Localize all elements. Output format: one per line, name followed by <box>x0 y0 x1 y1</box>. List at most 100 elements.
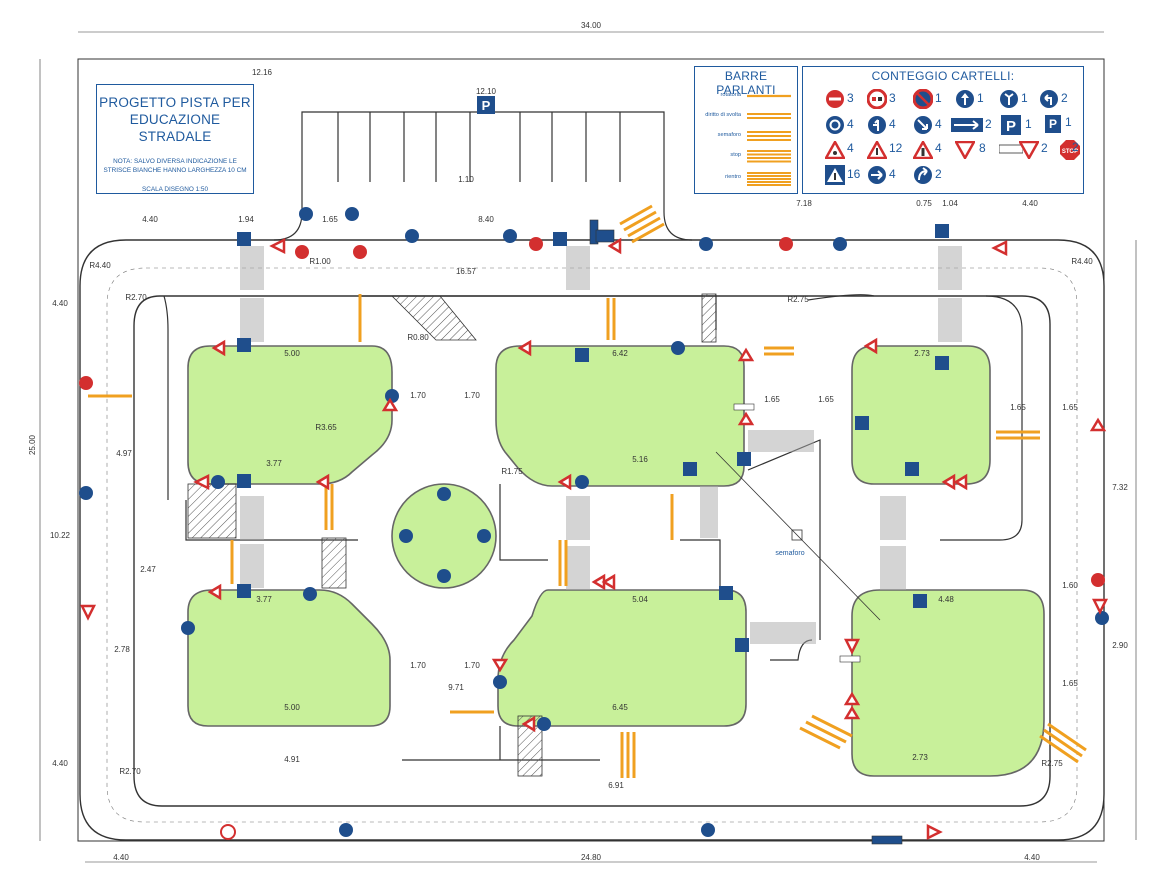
traffic-light-warning-icon <box>913 141 933 159</box>
roundabout <box>391 483 497 589</box>
track-inner-edge <box>133 295 1051 807</box>
legend-stripes <box>747 150 791 163</box>
parking-icon: P <box>1001 115 1021 135</box>
talking-bars <box>88 204 1087 778</box>
one-way-icon <box>951 118 983 132</box>
dim-bl-5: 4.91 <box>284 755 300 764</box>
dim-overall-height: 25.00 <box>28 434 37 455</box>
count-pedestrian-crossing: 16 <box>847 167 861 181</box>
count-no-parking: 1 <box>935 91 942 105</box>
count-straight-or-left: 4 <box>889 117 896 131</box>
turn-left-ahead-icon <box>1040 90 1058 108</box>
dim-parking-offset: 12.16 <box>252 68 273 77</box>
dim-bm-1: 6.45 <box>612 703 628 712</box>
legend-item-stop: stop <box>699 149 791 163</box>
dim-top-label-4: 7.18 <box>796 199 812 208</box>
stop-sign-icon: STOP <box>1060 140 1080 160</box>
pedestrian-crossing-icon <box>825 165 845 185</box>
count-warning-triangle: 4 <box>847 141 854 155</box>
no-overtaking-icon <box>867 89 887 109</box>
legend-heading: BARRE PARLANTI <box>716 69 776 97</box>
dim-tr-0: 2.73 <box>914 349 930 358</box>
dim-tl-0: 5.00 <box>284 349 300 358</box>
island-top-mid <box>495 345 745 487</box>
radius-0: R4.40 <box>89 261 111 270</box>
warning-triangle-icon <box>825 141 845 159</box>
legend-stripes <box>747 172 791 186</box>
straight-or-turn-icon <box>1000 90 1018 108</box>
crossing-warning-icon <box>867 141 887 159</box>
count-no-overtaking: 3 <box>889 91 896 105</box>
count-roundabout: 4 <box>847 117 854 131</box>
legend-item-label: diritto di svolta <box>705 112 741 118</box>
dim-bl-1: 5.00 <box>284 703 300 712</box>
island-top-left <box>187 345 393 485</box>
dim-bm-0: 5.04 <box>632 595 648 604</box>
title-line-2: EDUCAZIONE STRADALE <box>129 112 221 144</box>
dim-overall-width: 34.00 <box>581 21 602 30</box>
no-entry-icon <box>826 90 844 108</box>
radius-3: R0.80 <box>407 333 429 342</box>
parking-small-icon: P <box>1045 115 1061 133</box>
radius-8: R2.70 <box>119 767 141 776</box>
dim-br-5: 1.60 <box>1062 581 1078 590</box>
radius-2: R1.00 <box>309 257 331 266</box>
dim-tr-2: 1.65 <box>764 395 780 404</box>
dim-tr-3: 1.65 <box>818 395 834 404</box>
title-note: NOTA: SALVO DIVERSA INDICAZIONE LE STRIS… <box>103 158 247 174</box>
dim-tr-4: 1.65 <box>1010 403 1026 412</box>
radius-7: R4.40 <box>1071 257 1093 266</box>
dim-left-offset: 4.40 <box>113 853 129 862</box>
semaforo-leader <box>715 451 881 621</box>
count-give-way: 8 <box>979 141 986 155</box>
dim-top-label-3: 8.40 <box>478 215 494 224</box>
count-parking: 1 <box>1025 117 1032 131</box>
zebra-crossings <box>240 246 962 644</box>
dim-misc-7: 7.32 <box>1112 483 1128 492</box>
semaforo-label: semaforo <box>775 550 804 557</box>
dim-top-label-7: 4.40 <box>1022 199 1038 208</box>
dim-tm-4: 1.70 <box>464 391 480 400</box>
dim-misc-8: 9.71 <box>448 683 464 692</box>
roundabout-icon <box>826 116 844 134</box>
count-supplementary-panel: 2 <box>1041 141 1048 155</box>
sign-count-block: CONTEGGIO CARTELLI: 3 3 1 1 1 2 4 4 4 2 … <box>802 66 1084 194</box>
dim-bl-0: 3.77 <box>256 595 272 604</box>
island-bot-left <box>187 589 391 727</box>
dim-misc-2: 10.22 <box>50 531 71 540</box>
overall-dimensions <box>39 31 1137 863</box>
title-scale: SCALA DISEGNO 1:50 <box>141 186 209 193</box>
semaforo-box <box>791 529 803 541</box>
svg-text:P: P <box>1006 118 1016 135</box>
count-bend-right: 2 <box>935 167 942 181</box>
title-line-1: PROGETTO PISTA PER <box>99 95 251 110</box>
count-traffic-light-warning: 4 <box>935 141 942 155</box>
legend-item-rotatoria: rotatoria <box>699 89 791 101</box>
dim-tl-4: 1.70 <box>410 391 426 400</box>
dim-bm-5: 6.91 <box>608 781 624 790</box>
dim-misc-6: 4.40 <box>52 759 68 768</box>
count-no-entry: 3 <box>847 91 854 105</box>
islands <box>187 345 1045 777</box>
radius-9: R2.75 <box>1041 759 1063 768</box>
legend-stripes <box>747 94 791 98</box>
keep-right-icon <box>914 116 932 134</box>
dim-misc-3: 2.47 <box>140 565 156 574</box>
dim-bl-4: 1.70 <box>410 661 426 670</box>
count-keep-right: 4 <box>935 117 942 131</box>
dim-tm-0: 6.42 <box>612 349 628 358</box>
radius-5: R1.75 <box>501 467 523 476</box>
dim-top-label-0: 4.40 <box>142 215 158 224</box>
parking-sign-label: P <box>482 98 491 113</box>
radius-1: R2.70 <box>125 293 147 302</box>
svg-text:P: P <box>1049 117 1057 131</box>
dim-misc-5: 4.40 <box>52 299 68 308</box>
radius-6: R2.75 <box>787 295 809 304</box>
parking-sign <box>477 96 495 114</box>
straight-ahead-icon <box>956 90 974 108</box>
dim-misc-1: 4.97 <box>116 449 132 458</box>
dim-tm-1: 5.16 <box>632 455 648 464</box>
dim-br-0: 4.48 <box>938 595 954 604</box>
dim-br-6: 2.90 <box>1112 641 1128 650</box>
